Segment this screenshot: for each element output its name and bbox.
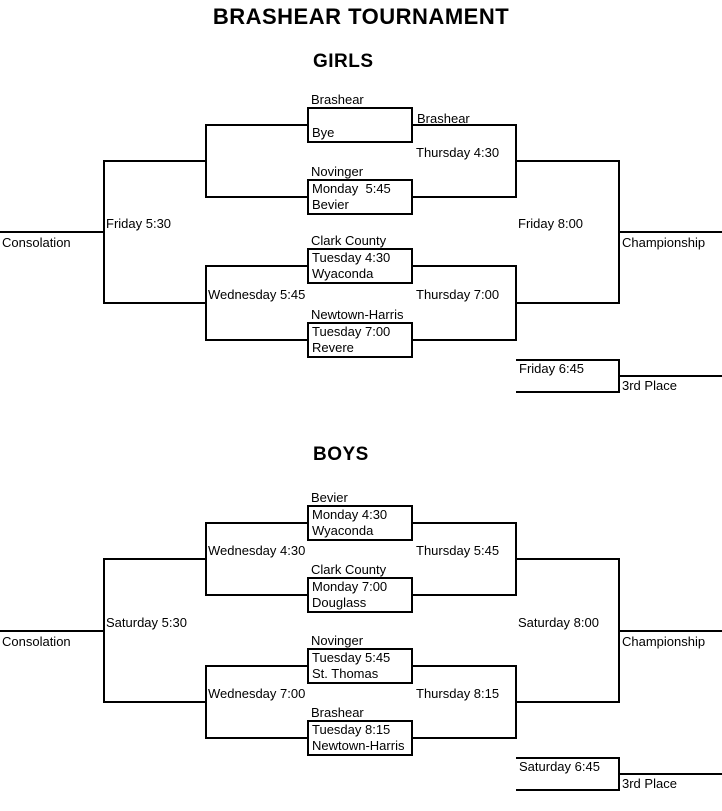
boys-game3-team-top: Novinger (311, 633, 364, 648)
bracket-line (618, 375, 722, 377)
boys-game2-box: Monday 7:00 Douglass (307, 577, 413, 613)
girls-consolation-label: Consolation (2, 235, 71, 250)
boys-final-time: Saturday 8:00 (518, 615, 599, 630)
girls-game2-team-top: Novinger (311, 164, 364, 179)
girls-game4-team-top: Newtown-Harris (311, 307, 404, 322)
girls-game3-box: Tuesday 4:30 Wyaconda (307, 248, 413, 284)
bracket-line (103, 701, 207, 703)
boys-game1-team-top: Bevier (311, 490, 348, 505)
bracket-line (205, 196, 308, 198)
boys-game3-time: Tuesday 5:45 (312, 650, 391, 665)
bracket-line (103, 302, 207, 304)
boys-semifinal1-time: Thursday 5:45 (416, 543, 500, 558)
bracket-line (516, 789, 618, 791)
bracket-line (618, 630, 722, 632)
girls-game3-team-bottom: Wyaconda (312, 266, 374, 281)
bracket-line (515, 302, 620, 304)
girls-game1-team-top: Brashear (311, 92, 364, 107)
girls-game3-time: Tuesday 4:30 (312, 250, 391, 265)
girls-game2-box: Monday 5:45 Bevier (307, 179, 413, 215)
bracket-line (412, 196, 517, 198)
bracket-line (412, 665, 517, 667)
bracket-line (205, 665, 308, 667)
girls-consolation-final-time: Friday 5:30 (106, 216, 172, 231)
boys-game4-team-top: Brashear (311, 705, 364, 720)
bracket-line (412, 594, 517, 596)
boys-consolation-final-time: Saturday 5:30 (106, 615, 187, 630)
boys-game4-box: Tuesday 8:15 Newtown-Harris (307, 720, 413, 756)
boys-consolation-semi1-time: Wednesday 4:30 (208, 543, 306, 558)
boys-third-place-time: Saturday 6:45 (519, 759, 600, 774)
bracket-line (515, 160, 620, 162)
girls-championship-label: Championship (622, 235, 706, 250)
bracket-line (516, 757, 618, 759)
girls-semifinal1-time: Thursday 4:30 (416, 145, 500, 160)
bracket-line (515, 558, 620, 560)
girls-third-place-label: 3rd Place (622, 378, 677, 393)
bracket-line (412, 737, 517, 739)
girls-semifinal1-winner: Brashear (417, 111, 470, 126)
boys-game4-time: Tuesday 8:15 (312, 722, 391, 737)
bracket-line (205, 124, 308, 126)
bracket-line (516, 391, 618, 393)
bracket-line (0, 630, 105, 632)
boys-consolation-semi2-time: Wednesday 7:00 (208, 686, 306, 701)
boys-championship-label: Championship (622, 634, 706, 649)
bracket-line (412, 522, 517, 524)
bracket-line (205, 265, 308, 267)
boys-game2-team-bottom: Douglass (312, 595, 367, 610)
bracket-line (205, 737, 308, 739)
girls-game4-team-bottom: Revere (312, 340, 354, 355)
boys-game3-team-bottom: St. Thomas (312, 666, 379, 681)
bracket-line (205, 339, 308, 341)
bracket-line (412, 339, 517, 341)
girls-game1-time (309, 109, 411, 125)
bracket-line (412, 124, 517, 126)
bracket-line (515, 701, 620, 703)
boys-semifinal2-time: Thursday 8:15 (416, 686, 500, 701)
boys-heading: BOYS (313, 444, 369, 465)
girls-consolation-semi2-time: Wednesday 5:45 (208, 287, 306, 302)
boys-game2-team-top: Clark County (311, 562, 387, 577)
girls-semifinal2-time: Thursday 7:00 (416, 287, 500, 302)
bracket-line (0, 231, 105, 233)
bracket-line (516, 359, 618, 361)
boys-game3-box: Tuesday 5:45 St. Thomas (307, 648, 413, 684)
girls-game3-team-top: Clark County (311, 233, 387, 248)
bracket-line (205, 594, 308, 596)
bracket-line (103, 558, 207, 560)
girls-final-time: Friday 8:00 (518, 216, 584, 231)
girls-heading: GIRLS (313, 51, 374, 72)
girls-third-place-time: Friday 6:45 (519, 361, 585, 376)
girls-game2-team-bottom: Bevier (312, 197, 349, 212)
boys-game1-team-bottom: Wyaconda (312, 523, 374, 538)
girls-game4-box: Tuesday 7:00 Revere (307, 322, 413, 358)
girls-game4-time: Tuesday 7:00 (312, 324, 391, 339)
girls-game1-team-bottom: Bye (312, 125, 335, 140)
girls-game1-box: Bye (307, 107, 413, 143)
page-title: BRASHEAR TOURNAMENT (212, 4, 510, 29)
bracket-line (618, 773, 722, 775)
bracket-line (412, 265, 517, 267)
boys-game4-team-bottom: Newtown-Harris (312, 738, 405, 753)
boys-third-place-label: 3rd Place (622, 776, 677, 791)
bracket-line (618, 231, 722, 233)
boys-game2-time: Monday 7:00 (312, 579, 388, 594)
boys-consolation-label: Consolation (2, 634, 71, 649)
bracket-line (103, 160, 207, 162)
boys-game1-box: Monday 4:30 Wyaconda (307, 505, 413, 541)
girls-game2-time: Monday 5:45 (312, 181, 391, 196)
bracket-line (205, 522, 308, 524)
boys-game1-time: Monday 4:30 (312, 507, 388, 522)
